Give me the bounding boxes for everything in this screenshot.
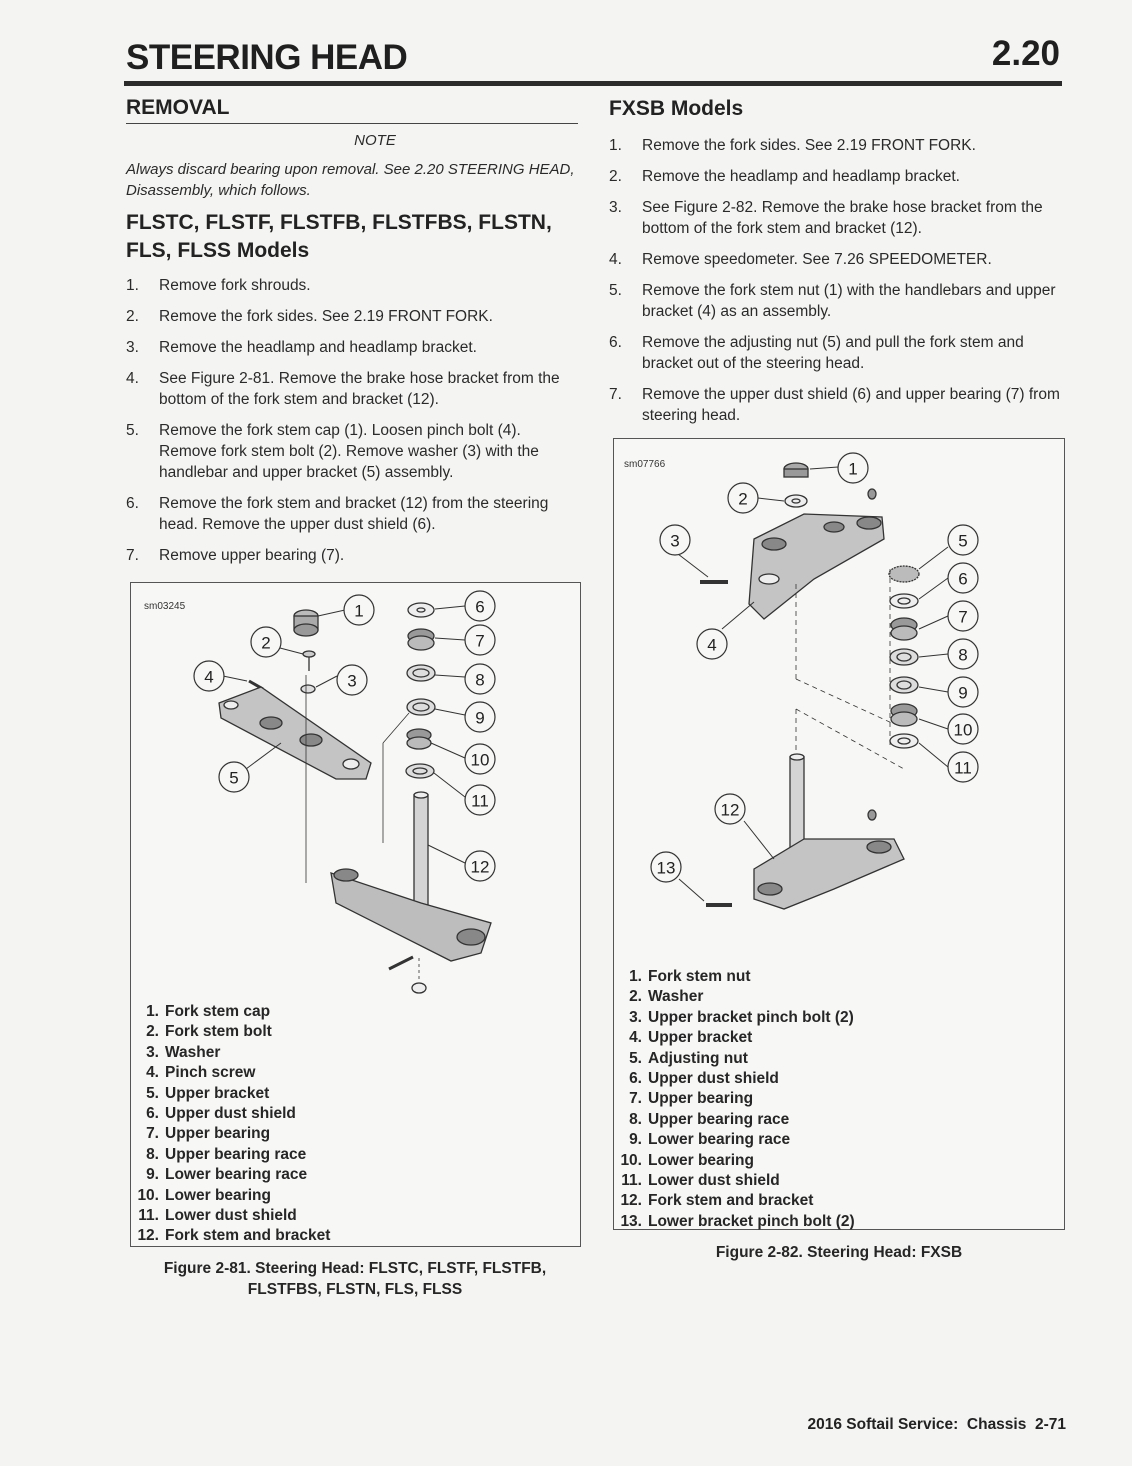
callout-label: 1 [848,460,857,479]
step-item: 1.Remove the fork sides. See 2.19 FRONT … [609,137,976,155]
callout-label: 5 [229,769,238,788]
legend-item: 13.Lower bracket pinch bolt (2) [620,1212,855,1230]
callout-label: 3 [347,672,356,691]
legend-item: 12.Fork stem and bracket [137,1227,331,1245]
removal-steps-flstc: 1.Remove fork shrouds. 2.Remove the fork… [126,275,578,566]
legend-item: 5.Adjusting nut [629,1049,748,1067]
callout-label: 11 [954,759,972,778]
legend-item: 8.Upper bearing race [629,1110,790,1128]
figure-2-82-caption: Figure 2-82. Steering Head: FXSB [715,1244,963,1261]
callout-label: 4 [204,668,213,687]
page-title: STEERING HEAD [126,38,408,77]
figure-2-81: sm03245 [130,582,581,1247]
legend-item: 8.Upper bearing race [146,1145,307,1163]
callout-label: 12 [721,801,740,820]
figure-id: sm03245 [144,601,186,612]
legend-item: 1.Fork stem nut [629,968,751,985]
legend-item: 6.Upper dust shield [146,1104,296,1122]
legend-item: 10.Lower bearing [620,1151,754,1169]
legend-item: 3.Washer [146,1043,221,1061]
callout-label: 2 [738,490,747,509]
callout-label: 3 [670,532,679,551]
legend-item: 3.Upper bracket pinch bolt (2) [629,1008,854,1026]
callout-label: 8 [475,671,484,690]
section-heading-removal: REMOVAL [126,96,578,124]
step-item: 2.Remove the headlamp and headlamp brack… [609,168,960,186]
legend-item: 1.Fork stem cap [146,1003,271,1020]
figure-legend: 1.Fork stem cap 2.Fork stem bolt 3.Washe… [131,1002,330,1247]
step-item: 7.Remove the upper dust shield (6) and u… [609,386,1060,425]
legend-item: 4.Pinch screw [146,1064,256,1082]
exploded-diagram-flstc: 1 2 3 4 5 6 7 8 9 10 11 12 [193,590,496,994]
callout-label: 10 [471,751,490,770]
callout-label: 12 [471,858,490,877]
exploded-diagram-fxsb: 1 2 3 4 5 6 7 8 9 10 11 12 13 [650,452,979,910]
step-item: 6.Remove the adjusting nut (5) and pull … [609,334,1024,373]
right-column: FXSB Models 1.Remove the fork sides. See… [609,96,1065,436]
legend-item: 7.Upper bearing [629,1090,754,1108]
legend-item: 11.Lower dust shield [138,1206,297,1224]
legend-item: 9.Lower bearing race [146,1166,308,1184]
step-item: 6.Remove the fork stem and bracket (12) … [126,495,549,533]
page-number: 2.20 [991,34,1060,73]
legend-item: 12.Fork stem and bracket [620,1192,814,1210]
callout-label: 9 [958,684,967,703]
legend-item: 11.Lower dust shield [621,1171,780,1189]
step-item: 3.See Figure 2-82. Remove the brake hose… [609,199,1043,238]
legend-item: 7.Upper bearing [146,1125,271,1143]
callout-label: 7 [958,608,967,627]
step-item: 3.Remove the headlamp and headlamp brack… [126,339,477,356]
legend-item: 4.Upper bracket [629,1029,753,1047]
figure-2-81-caption: Figure 2-81. Steering Head: FLSTC, FLSTF… [163,1260,547,1298]
callout-label: 8 [958,646,967,665]
models-heading-fxsb: FXSB Models [609,97,744,120]
page-footer: 2016 Softail Service: Chassis 2-71 [807,1416,1066,1433]
legend-item: 9.Lower bearing race [629,1131,791,1149]
callout-label: 10 [954,721,973,740]
step-item: 4.Remove speedometer. See 7.26 SPEEDOMET… [609,251,992,269]
step-item: 4.See Figure 2-81. Remove the brake hose… [126,370,560,408]
callout-label: 6 [958,570,967,589]
legend-item: 6.Upper dust shield [629,1069,779,1087]
step-item: 1.Remove fork shrouds. [126,277,311,294]
step-item: 2.Remove the fork sides. See 2.19 FRONT … [126,308,493,325]
callout-label: 11 [471,792,489,811]
callout-label: 9 [475,709,484,728]
figure-2-82: sm07766 [613,438,1065,1230]
figure-legend: 1.Fork stem nut 2.Washer 3.Upper bracket… [614,967,855,1232]
callout-label: 6 [475,598,484,617]
step-item: 7.Remove upper bearing (7). [126,547,345,564]
legend-item: 2.Fork stem bolt [146,1023,272,1041]
callout-label: 4 [707,636,716,655]
models-heading-flstc: FLSTC, FLSTF, FLSTFB, FLSTFBS, FLSTN, FL… [126,211,552,262]
left-column: REMOVAL NOTE Always discard bearing upon… [126,96,578,576]
note-text: Always discard bearing upon removal. See… [126,161,575,199]
callout-label: 1 [354,602,363,621]
removal-steps-fxsb: 1.Remove the fork sides. See 2.19 FRONT … [609,135,1065,426]
legend-item: 10.Lower bearing [137,1186,271,1204]
legend-item: 5.Upper bracket [146,1084,270,1102]
callout-label: 7 [475,632,484,651]
callout-label: 5 [958,532,967,551]
step-item: 5.Remove the fork stem cap (1). Loosen p… [126,422,539,481]
note-label: NOTE [354,132,396,149]
step-item: 5.Remove the fork stem nut (1) with the … [609,282,1056,321]
callout-label: 13 [657,859,676,878]
callout-label: 2 [261,634,270,653]
legend-item: 2.Washer [629,988,704,1006]
figure-id: sm07766 [624,459,666,470]
title-divider [124,81,1062,86]
